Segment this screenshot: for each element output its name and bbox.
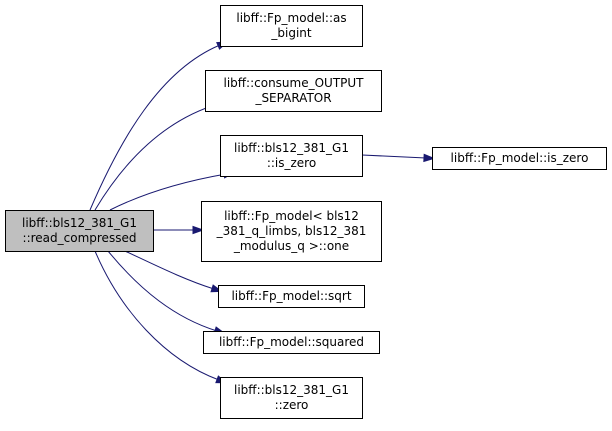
node-box[interactable] — [220, 5, 363, 47]
node-g1_is_zero[interactable]: libff::bls12_381_G1::is_zero — [220, 135, 363, 177]
edge-read_compressed-to-one — [153, 225, 205, 235]
node-label-line: _modulus_q >::one — [233, 239, 349, 253]
edge-read_compressed-to-as_bigint — [89, 41, 229, 211]
nodes-layer: libff::bls12_381_G1::read_compressedlibf… — [5, 5, 607, 419]
node-consume_sep[interactable]: libff::consume_OUTPUT_SEPARATOR — [205, 70, 382, 112]
node-label-line: libff::bls12_381_G1 — [22, 216, 137, 230]
node-g1_zero[interactable]: libff::bls12_381_G1::zero — [220, 377, 363, 419]
edge-read_compressed-to-consume_sep — [94, 100, 228, 211]
edge-read_compressed-to-squared — [107, 250, 227, 335]
node-box[interactable] — [220, 377, 363, 419]
node-label-line: ::zero — [275, 398, 309, 412]
node-box[interactable] — [203, 331, 380, 354]
node-label-line: libff::bls12_381_G1 — [234, 383, 349, 397]
node-label-line: libff::Fp_model::is_zero — [451, 151, 589, 165]
node-box[interactable] — [432, 147, 607, 170]
node-squared[interactable]: libff::Fp_model::squared — [203, 331, 380, 354]
edge-line — [89, 44, 221, 211]
node-sqrt[interactable]: libff::Fp_model::sqrt — [218, 285, 365, 308]
node-label-line: _bigint — [270, 26, 312, 40]
edge-read_compressed-to-g1_zero — [94, 250, 228, 384]
node-one[interactable]: libff::Fp_model< bls12_381_q_limbs, bls1… — [201, 201, 382, 262]
node-box[interactable] — [205, 70, 382, 112]
node-label-line: _SEPARATOR — [254, 91, 331, 105]
edge-g1_is_zero-to-fp_is_zero — [361, 153, 436, 163]
node-label-line: libff::consume_OUTPUT — [223, 76, 364, 90]
arrow-head-icon — [192, 225, 205, 235]
root-node-box[interactable] — [5, 210, 154, 252]
node-label-line: libff::Fp_model::sqrt — [231, 289, 351, 303]
edge-line — [124, 250, 215, 290]
node-label-line: ::read_compressed — [23, 231, 137, 245]
node-label-line: _381_q_limbs, bls12_381 — [216, 224, 367, 238]
node-box[interactable] — [201, 201, 382, 262]
edge-line — [361, 154, 427, 159]
edge-line — [94, 103, 219, 211]
node-as_bigint[interactable]: libff::Fp_model::as_bigint — [220, 5, 363, 47]
edge-line — [94, 250, 220, 381]
node-box[interactable] — [218, 285, 365, 308]
node-label-line: libff::bls12_381_G1 — [234, 141, 349, 155]
node-label-line: libff::Fp_model< bls12 — [224, 209, 359, 223]
node-label-line: libff::Fp_model::squared — [219, 335, 364, 349]
node-label-line: ::is_zero — [267, 156, 316, 170]
edge-line — [109, 173, 227, 211]
arrow-head-icon — [423, 153, 436, 163]
node-label-line: libff::Fp_model::as — [236, 11, 346, 25]
edge-line — [107, 250, 218, 332]
node-box[interactable] — [220, 135, 363, 177]
node-read_compressed[interactable]: libff::bls12_381_G1::read_compressed — [5, 210, 154, 252]
node-fp_is_zero[interactable]: libff::Fp_model::is_zero — [432, 147, 607, 170]
